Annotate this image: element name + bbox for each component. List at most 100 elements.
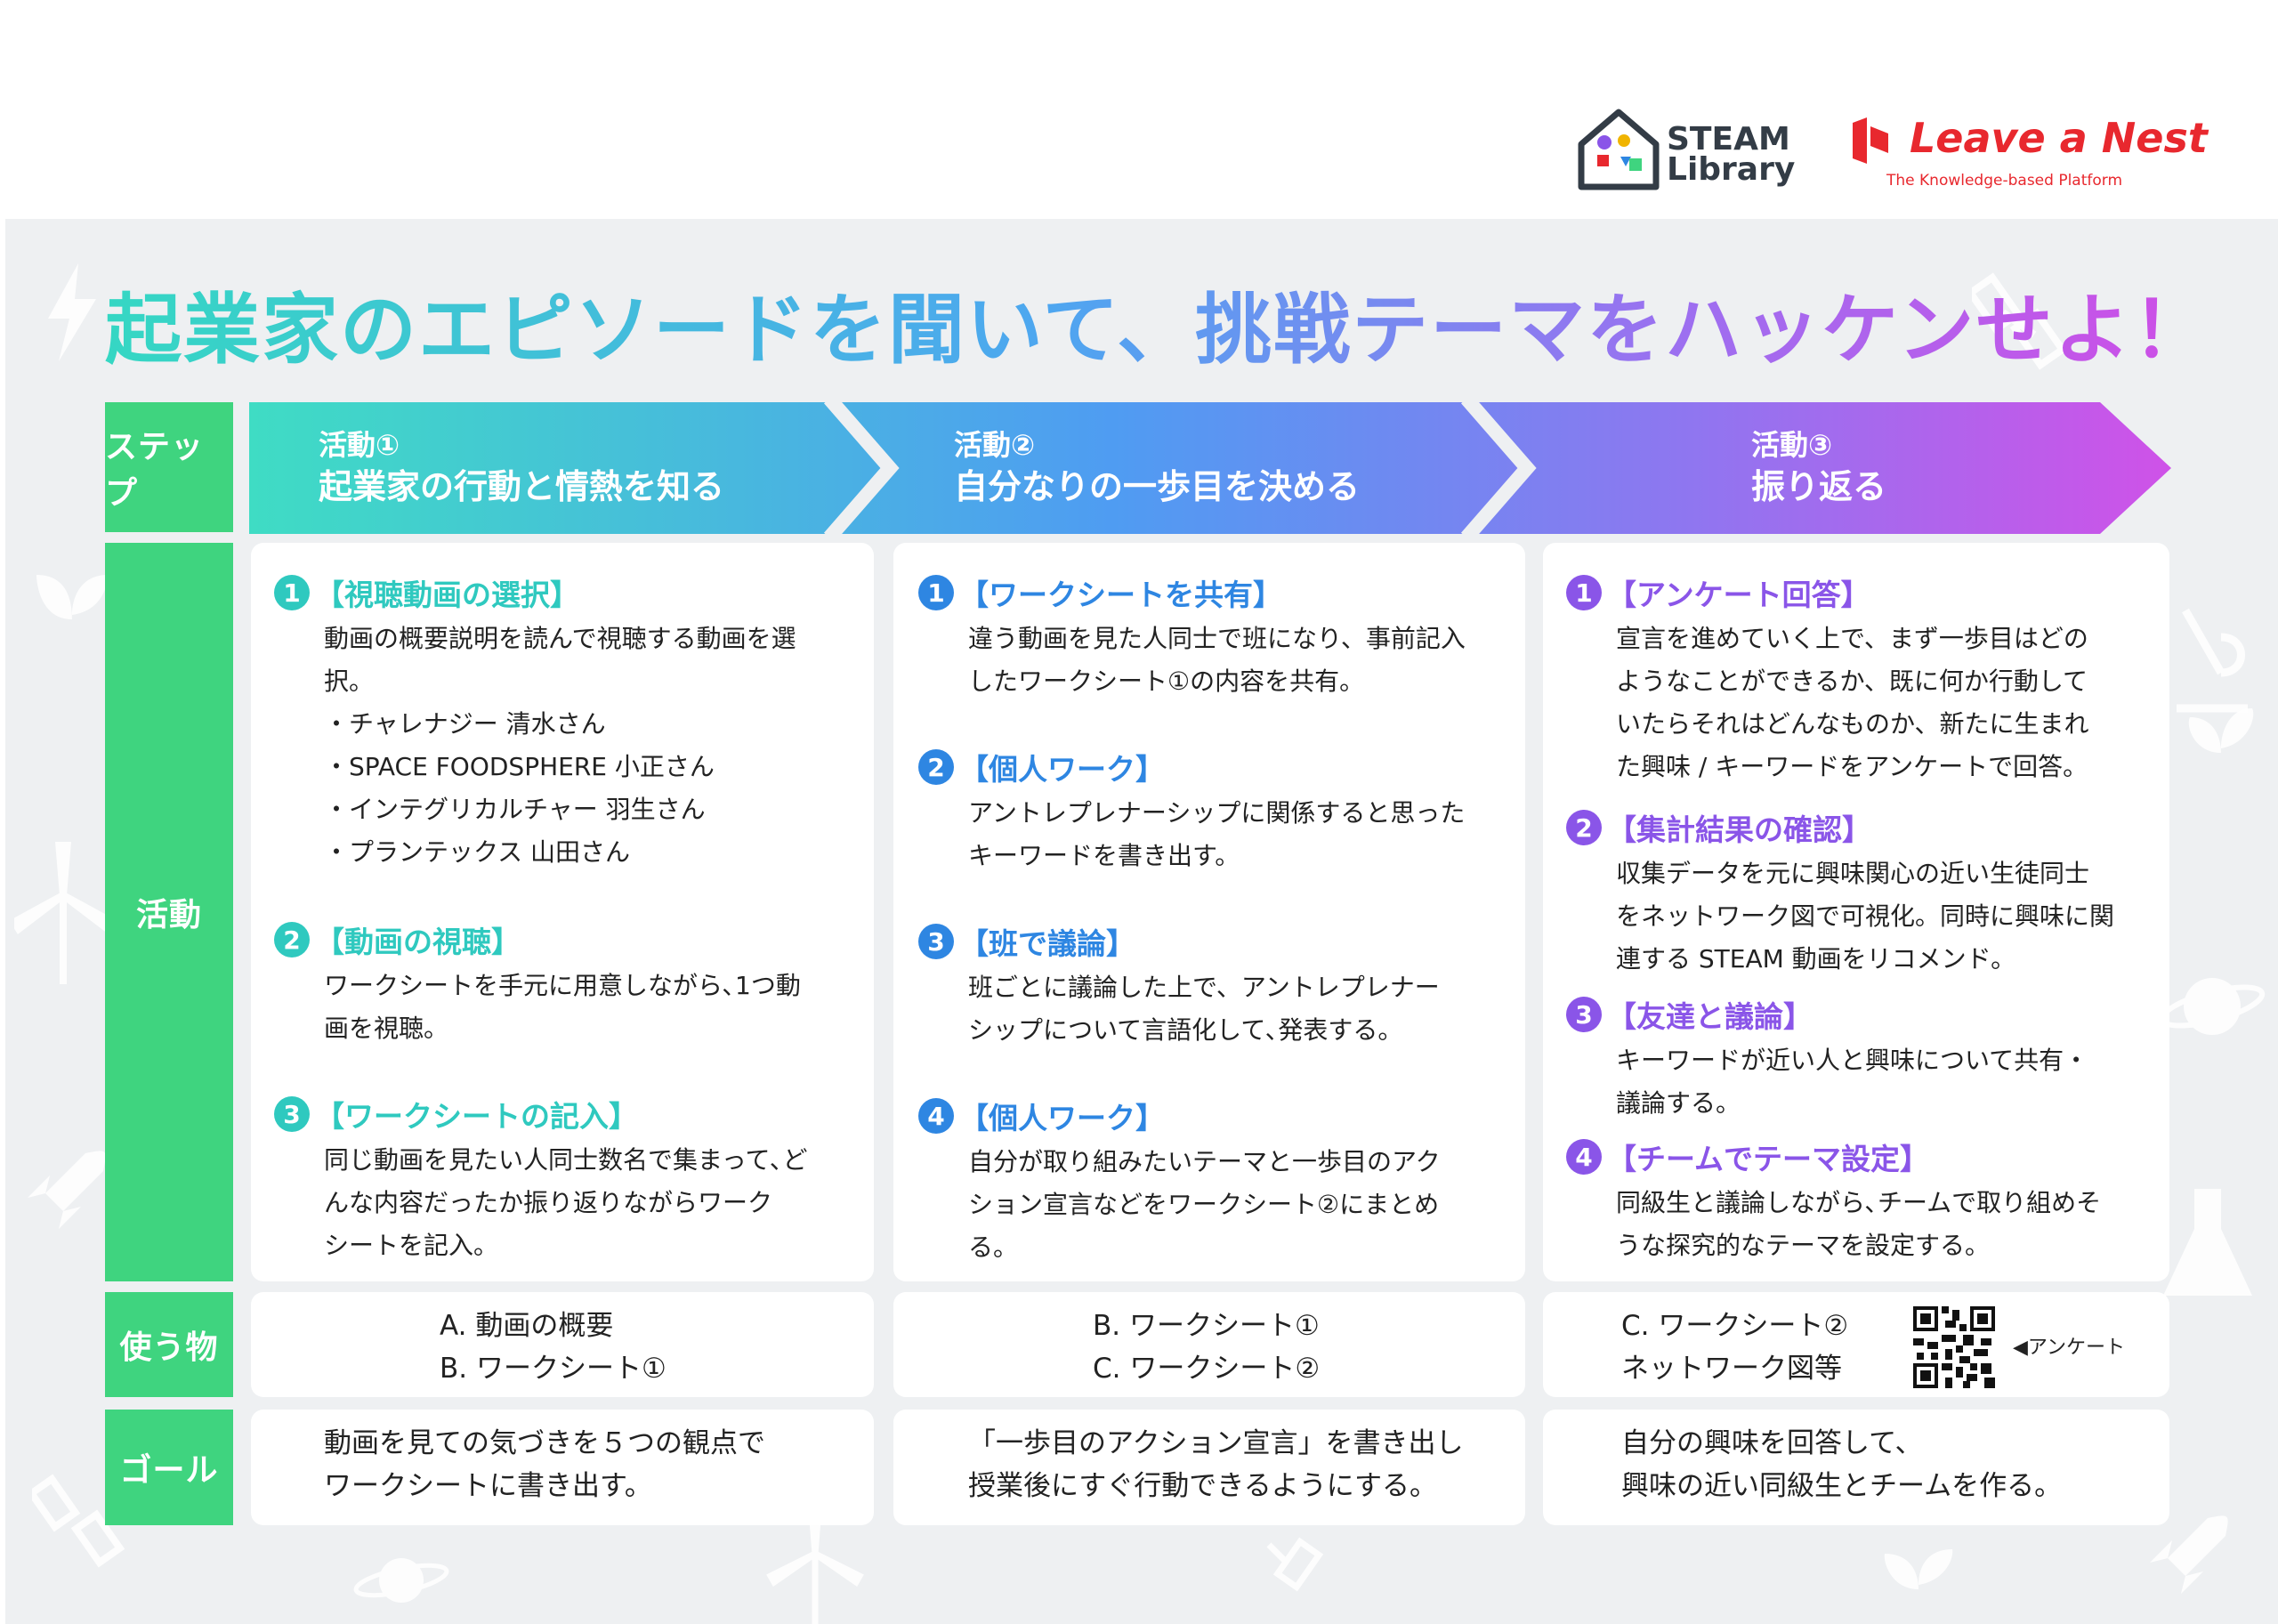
item-line: 違う動画を見た人同士で班になり、事前記入 bbox=[968, 624, 1466, 653]
item-line: シップについて言語化して､発表する。 bbox=[968, 1015, 1403, 1045]
item-line: 同級生と議論しながら､チームで取り組めそ bbox=[1616, 1188, 2102, 1217]
number-badge: 3 bbox=[1566, 997, 1602, 1032]
step3-goal: 自分の興味を回答して、 興味の近い同級生とチームを作る。 bbox=[1621, 1422, 2062, 1507]
goal-line: 動画を見ての気づきを５つの観点で bbox=[324, 1427, 765, 1459]
row-label-materials: 使う物 bbox=[105, 1292, 233, 1397]
microscope-icon bbox=[2177, 608, 2248, 713]
step-3-label: 活動③ 振り返る bbox=[1751, 425, 1886, 509]
item-line: 動画の概要説明を読んで視聴する動画を選 bbox=[324, 624, 796, 653]
step3-item-2: 2【集計結果の確認】 収集データを元に興味関心の近い生徒同士 をネットワーク図で… bbox=[1566, 806, 2114, 981]
item-line: キーワードが近い人と興味について共有・ bbox=[1616, 1046, 2089, 1075]
lightning-icon bbox=[48, 263, 96, 361]
number-badge: 4 bbox=[1566, 1139, 1602, 1175]
item-line: したワークシート①の内容を共有。 bbox=[968, 667, 1365, 696]
step3-materials: C. ワークシート② ネットワーク図等 bbox=[1621, 1305, 1848, 1390]
leave-a-nest-logo-icon bbox=[1853, 117, 1888, 164]
item-line: る。 bbox=[968, 1232, 1019, 1262]
rocket-icon bbox=[28, 1151, 106, 1229]
item-heading: 【ワークシートの記入】 bbox=[315, 1099, 638, 1134]
item-line: をネットワーク図で可視化。同時に興味に関 bbox=[1616, 901, 2115, 931]
item-line: 議論する。 bbox=[1616, 1088, 1741, 1118]
steam-library-logo-icon bbox=[1578, 109, 1660, 190]
item-line: 同じ動画を見たい人同士数名で集まって､ど bbox=[324, 1145, 808, 1175]
goal-line: 興味の近い同級生とチームを作る。 bbox=[1621, 1470, 2063, 1502]
step-2-label: 活動② 自分なりの一歩目を決める bbox=[954, 425, 1360, 509]
step2-goal: 「一歩目のアクション宣言」を書き出し 授業後にすぐ行動できるようにする。 bbox=[968, 1422, 1463, 1507]
item-line: ・プランテックス 山田さん bbox=[324, 837, 631, 867]
planet-small-icon bbox=[353, 1558, 449, 1603]
item-line: ・チャレナジー 清水さん bbox=[324, 709, 606, 739]
steam-wordmark-line2: Library bbox=[1667, 151, 1796, 188]
item-line: 画を視聴。 bbox=[324, 1014, 449, 1043]
number-badge: 2 bbox=[274, 922, 310, 957]
item-line: ようなことができるか、既に何か行動して bbox=[1616, 667, 2088, 696]
materials-panel-1 bbox=[251, 1292, 874, 1397]
step1-materials: A. 動画の概要 B. ワークシート① bbox=[440, 1305, 666, 1390]
item-line: キーワードを書き出す。 bbox=[968, 841, 1240, 870]
step-1-title: 起業家の行動と情熱を知る bbox=[319, 467, 725, 506]
step-2-title: 自分なりの一歩目を決める bbox=[954, 467, 1361, 506]
step-3-title: 振り返る bbox=[1751, 467, 1887, 506]
item-line: 連する STEAM 動画をリコメンド。 bbox=[1616, 944, 2016, 974]
row-label-goal: ゴール bbox=[105, 1410, 233, 1525]
number-badge: 1 bbox=[1566, 575, 1602, 610]
step3-item-3: 3【友達と議論】 キーワードが近い人と興味について共有・ 議論する。 bbox=[1566, 993, 2088, 1125]
materials-panel-2 bbox=[893, 1292, 1525, 1397]
goal-line: 授業後にすぐ行動できるようにする。 bbox=[968, 1470, 1437, 1502]
number-badge: 3 bbox=[274, 1096, 310, 1132]
number-badge: 1 bbox=[274, 575, 310, 610]
planet-icon bbox=[2159, 978, 2266, 1035]
item-heading: 【ワークシートを共有】 bbox=[959, 578, 1282, 612]
number-badge: 2 bbox=[1566, 810, 1602, 845]
number-badge: 1 bbox=[918, 575, 954, 610]
material-item: B. ワークシート① bbox=[1093, 1310, 1320, 1342]
item-line: 自分が取り組みたいテーマと一歩目のアク bbox=[968, 1147, 1441, 1176]
step1-item-3: 3【ワークシートの記入】 同じ動画を見たい人同士数名で集まって､ど んな内容だっ… bbox=[274, 1093, 807, 1267]
activity-panel-2 bbox=[893, 543, 1525, 1281]
step2-item-2: 2【個人ワーク】 アントレプレナーシップに関係すると思った キーワードを書き出す… bbox=[918, 746, 1465, 877]
material-item: ネットワーク図等 bbox=[1621, 1353, 1842, 1385]
step2-item-1: 1【ワークシートを共有】 違う動画を見た人同士で班になり、事前記入 したワークシ… bbox=[918, 571, 1466, 703]
top-bar bbox=[0, 0, 2278, 218]
item-line: た興味 / キーワードをアンケートで回答。 bbox=[1616, 752, 2088, 781]
sprout-icon bbox=[2188, 708, 2254, 797]
step1-goal: 動画を見ての気づきを５つの観点で ワークシートに書き出す。 bbox=[324, 1422, 765, 1507]
goal-panel-1 bbox=[251, 1410, 874, 1525]
goal-panel-2 bbox=[893, 1410, 1525, 1525]
item-line: うな探究的なテーマを設定する。 bbox=[1616, 1231, 1991, 1260]
step-divider-2 bbox=[1460, 402, 1537, 534]
step-3-number: 活動③ bbox=[1751, 428, 1833, 462]
item-heading: 【友達と議論】 bbox=[1607, 999, 1813, 1034]
item-line: ション宣言などをワークシート②にまとめ bbox=[968, 1190, 1440, 1219]
qr-survey-label: ◀アンケート bbox=[2013, 1337, 2126, 1359]
item-heading: 【動画の視聴】 bbox=[315, 925, 521, 959]
item-line: 収集データを元に興味関心の近い生徒同士 bbox=[1616, 859, 2090, 888]
survey-qr-code-icon[interactable] bbox=[1913, 1306, 1995, 1388]
item-heading: 【個人ワーク】 bbox=[959, 752, 1165, 787]
item-line: 択。 bbox=[324, 667, 375, 696]
goal-panel-3 bbox=[1543, 1410, 2169, 1525]
step-arrow-banner bbox=[249, 402, 2171, 534]
item-line: ・インテグリカルチャー 羽生さん bbox=[324, 795, 706, 824]
step2-item-4: 4【個人ワーク】 自分が取り組みたいテーマと一歩目のアク ション宣言などをワーク… bbox=[918, 1095, 1441, 1269]
leave-a-nest-tagline: The Knowledge-based Platform bbox=[1886, 172, 2123, 190]
wind-turbine-icon bbox=[14, 842, 112, 984]
step2-materials: B. ワークシート① C. ワークシート② bbox=[1093, 1305, 1320, 1390]
materials-panel-3 bbox=[1543, 1292, 2169, 1397]
step1-item-1: 1【視聴動画の選択】 動画の概要説明を読んで視聴する動画を選 択。 ・チャレナジ… bbox=[274, 571, 796, 874]
item-heading: 【視聴動画の選択】 bbox=[315, 578, 579, 612]
activity-panel-1 bbox=[251, 543, 874, 1281]
wind-turbine-small-icon bbox=[766, 1509, 864, 1624]
activity-panel-3 bbox=[1543, 543, 2169, 1281]
step3-item-1: 1【アンケート回答】 宣言を進めていく上で、まず一歩目はどの ようなことができる… bbox=[1566, 571, 2088, 788]
item-line: アントレプレナーシップに関係すると思った bbox=[968, 798, 1466, 828]
number-badge: 3 bbox=[918, 924, 954, 959]
leave-a-nest-wordmark: Leave a Nest bbox=[1910, 114, 2208, 162]
item-line: 班ごとに議論した上で、アントレプレナー bbox=[968, 973, 1440, 1002]
material-item: C. ワークシート② bbox=[1093, 1353, 1321, 1385]
step-2-number: 活動② bbox=[954, 428, 1036, 462]
step-arrow-shape bbox=[249, 402, 2171, 534]
goal-line: 自分の興味を回答して、 bbox=[1621, 1427, 1923, 1459]
leaf-bottom-icon bbox=[1884, 1549, 1953, 1624]
item-line: ・SPACE FOODSPHERE 小正さん bbox=[324, 752, 715, 781]
